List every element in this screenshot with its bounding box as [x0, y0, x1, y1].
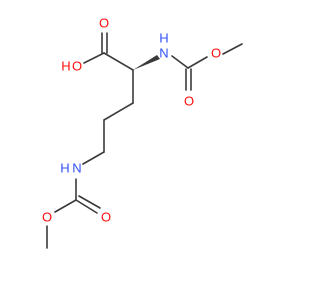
- bond-ca-ccooh: [103, 52, 134, 71]
- atom-n-alpha: N: [159, 46, 168, 61]
- atom-h-alpha: H: [159, 31, 168, 46]
- atom-n-delta: N: [72, 161, 81, 176]
- atom-h-acid: H: [61, 59, 70, 74]
- bond-layer: [46, 32, 243, 249]
- bond-c1-oester: [187, 56, 208, 69]
- bond-cd-n: [82, 151, 105, 165]
- atom-o-acid-carbonyl: O: [99, 16, 109, 31]
- bond-n-c1: [171, 55, 189, 69]
- atom-o-carbamate2-carbonyl: O: [101, 210, 111, 225]
- atom-o-carbamate1-ester: O: [211, 46, 221, 61]
- bond-oester-me: [222, 43, 243, 55]
- bond-ccooh-oh: [83, 52, 105, 64]
- atom-h-delta: H: [60, 161, 69, 176]
- atom-o-carbamate2-ester: O: [42, 210, 52, 225]
- structure-canvas: O H O N H O O N H O O: [42, 16, 243, 249]
- bond-c2-oester: [54, 199, 77, 213]
- atom-o-carbamate1-carbonyl: O: [184, 94, 194, 109]
- bond-ca-n-wedge: [133, 55, 160, 70]
- molecule-structure: O H O N H O O N H O O: [42, 16, 243, 249]
- bond-c2-o-double-b: [78, 195, 101, 209]
- bond-c2-o-double-a: [75, 199, 98, 214]
- atom-labels: O H O N H O O N H O O: [42, 16, 221, 225]
- bond-cb-cg: [103, 102, 134, 121]
- atom-o-acid-oh: O: [72, 59, 82, 74]
